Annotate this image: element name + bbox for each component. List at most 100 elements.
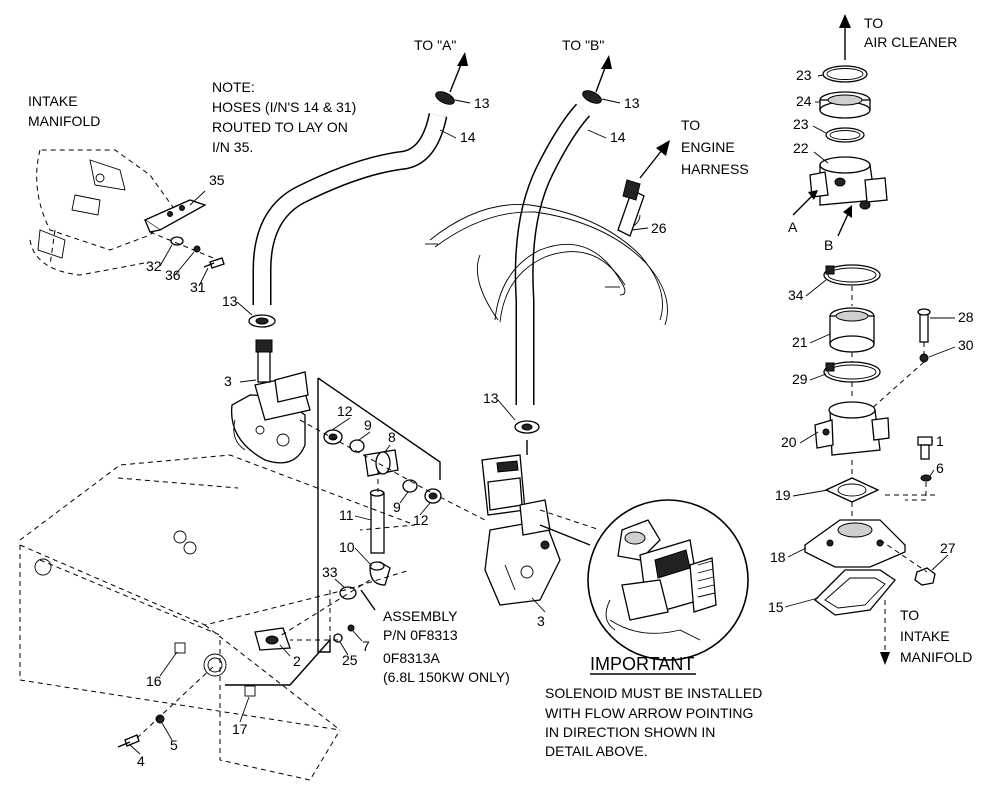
washer-30 [919, 353, 929, 363]
part-number-20: 20 [781, 434, 797, 450]
part-number-12-right: 12 [413, 512, 429, 528]
part-number-18: 18 [770, 549, 786, 565]
clamp-34 [823, 264, 881, 286]
important-title: IMPORTANT [590, 654, 694, 674]
inlet-letter-b: B [824, 237, 833, 253]
part-number-16: 16 [146, 673, 162, 689]
intake-manifold-line1: INTAKE [28, 93, 78, 109]
hose-14-right [514, 103, 591, 405]
part-number-17: 17 [232, 721, 248, 737]
part-number-2: 2 [293, 653, 301, 669]
part-number-9-left: 9 [364, 417, 372, 433]
part-number-13-left: 13 [222, 293, 238, 309]
part-number-14-right: 14 [610, 129, 626, 145]
part-number-6: 6 [936, 460, 944, 476]
solenoid-flow-arrow-text: P → A [633, 596, 658, 606]
regulator-3-right [481, 454, 561, 606]
part-number-19: 19 [775, 487, 791, 503]
part-number-7: 7 [362, 638, 370, 654]
assembly-line4: (6.8L 150KW ONLY) [383, 669, 510, 685]
engine-harness-wires [425, 140, 670, 326]
part-number-33: 33 [322, 564, 338, 580]
adapter-24 [819, 91, 871, 119]
pipe-11 [369, 489, 385, 554]
part-number-21: 21 [792, 334, 808, 350]
clamp-13-left-lower [248, 314, 276, 328]
part-number-34: 34 [788, 287, 804, 303]
part-number-9-right: 9 [393, 499, 401, 515]
to-air-cleaner-line1: TO [864, 15, 883, 31]
mixer-22 [809, 156, 888, 210]
to-engine-harness-line1: TO [681, 117, 700, 133]
gasket-15 [814, 569, 896, 616]
bolt-1 [917, 436, 933, 460]
note-line2: HOSES (I/N'S 14 & 31) [212, 99, 356, 115]
to-a-label: TO "A" [414, 37, 456, 53]
gasket-19 [824, 477, 880, 503]
part-number-15: 15 [768, 599, 784, 615]
coupling-21 [829, 307, 875, 353]
screw-31 [203, 257, 225, 269]
part-number-14-left: 14 [460, 129, 476, 145]
part-number-3-left: 3 [224, 373, 232, 389]
screw-7 [347, 624, 355, 632]
fitting-9-right [402, 479, 418, 493]
to-b-label: TO "B" [562, 37, 604, 53]
part-number-26: 26 [651, 220, 667, 236]
screw-4 [117, 734, 140, 748]
part-number-10: 10 [339, 539, 355, 555]
frame-rail [19, 454, 416, 781]
part-number-25: 25 [342, 652, 358, 668]
solenoid-detail-circle [587, 499, 749, 661]
adapter-18 [803, 519, 907, 568]
part-number-35: 35 [209, 172, 225, 188]
part-number-28: 28 [958, 309, 974, 325]
intake-manifold-line2: MANIFOLD [28, 113, 100, 129]
part-number-23-bottom: 23 [793, 116, 809, 132]
to-engine-harness-line2: ENGINE [681, 139, 735, 155]
part-number-36: 36 [165, 267, 181, 283]
tee-8 [364, 449, 399, 477]
washer-25 [333, 633, 343, 643]
part-number-32: 32 [146, 258, 162, 274]
to-intake-manifold-line2: INTAKE [900, 628, 950, 644]
important-line3: IN DIRECTION SHOWN IN [545, 724, 715, 740]
note-line4: I/N 35. [212, 139, 253, 155]
washer-6 [920, 474, 932, 482]
part-number-12-left: 12 [337, 403, 353, 419]
part-number-22: 22 [793, 140, 809, 156]
note-line1: NOTE: [212, 79, 255, 95]
leader-lines [129, 74, 956, 755]
inlet-letter-a: A [788, 219, 798, 235]
part-number-3-right: 3 [537, 613, 545, 629]
part-number-30: 30 [958, 337, 974, 353]
clamp-13-top-right [582, 90, 602, 104]
part-number-8: 8 [388, 429, 396, 445]
to-intake-manifold-line3: MANIFOLD [900, 649, 972, 665]
nut-27 [914, 567, 936, 586]
to-intake-manifold-line1: TO [900, 607, 919, 623]
assembly-line2: P/N 0F8313 [383, 627, 458, 643]
throttle-20 [814, 401, 890, 456]
intake-manifold-sketch [29, 149, 176, 276]
clamp-13-top-left [435, 91, 455, 105]
clamp-29 [823, 361, 881, 383]
part-number-13-top-left: 13 [474, 95, 490, 111]
part-number-23-top: 23 [796, 67, 812, 83]
part-number-5: 5 [170, 737, 178, 753]
fitting-12-left [323, 429, 343, 445]
clamp-13-right-lower [514, 420, 540, 434]
part-number-1: 1 [936, 433, 944, 449]
elbow-10 [369, 561, 391, 586]
nut-36 [193, 245, 201, 253]
to-air-cleaner-line2: AIR CLEANER [864, 34, 957, 50]
stud-28 [917, 308, 931, 343]
regulator-3-left [230, 339, 311, 464]
part-number-13-top-right: 13 [624, 95, 640, 111]
important-line2: WITH FLOW ARROW POINTING [545, 705, 753, 721]
assembly-line3: 0F8313A [383, 650, 440, 666]
fitting-12-right [424, 488, 442, 504]
to-engine-harness-line3: HARNESS [681, 161, 749, 177]
